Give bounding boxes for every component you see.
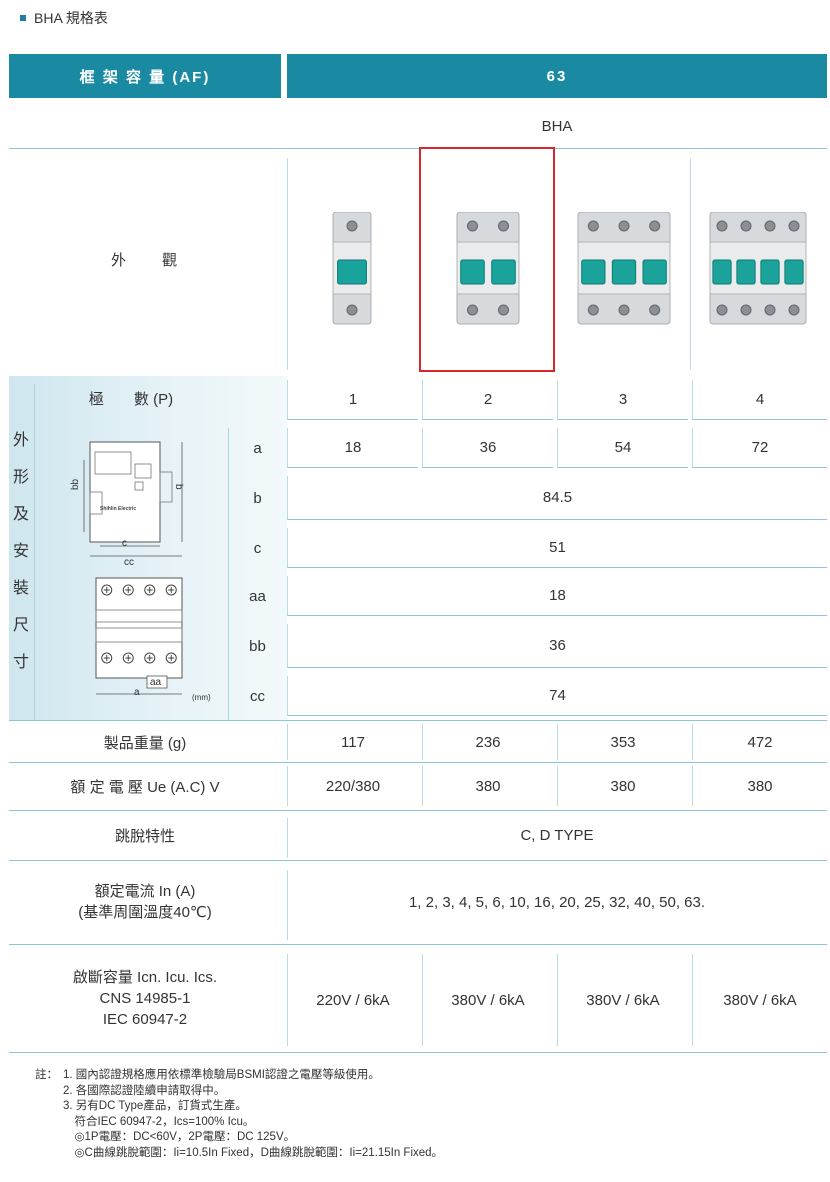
voltage-label: 額 定 電 壓 Ue (A.C) V: [70, 778, 220, 796]
model-name: BHA: [541, 117, 573, 135]
dimension-value: 74: [287, 676, 827, 716]
breaker-1p-image: [332, 212, 372, 325]
pole-label: 極 數 (P): [88, 390, 174, 408]
pole-value: 1: [287, 380, 418, 420]
dimension-value: 84.5: [287, 476, 827, 520]
dimension-value: 18: [287, 428, 418, 468]
frame-capacity-label: 框 架 容 量 (AF): [9, 54, 281, 98]
title-text: BHA 規格表: [34, 10, 108, 26]
notes: 註： 1. 國內認證規格應用依標準檢驗局BSMI認證之電壓等級使用。 2. 各國際…: [35, 1068, 815, 1173]
breaker-2p-image: [456, 212, 520, 325]
diagram-brand: Shihlin Electric: [100, 506, 136, 512]
current-value: 1, 2, 3, 4, 5, 6, 10, 16, 20, 25, 32, 40…: [408, 893, 706, 911]
trip-label: 跳脫特性: [114, 827, 175, 845]
label-cc: cc: [124, 557, 134, 568]
label-mm: (mm): [192, 693, 211, 702]
label-bb: bb: [70, 478, 81, 490]
side-char: 安: [12, 543, 29, 560]
dimension-value: 72: [692, 428, 827, 468]
note-line: 符合IEC 60947-2，Ics=100% Icu。: [63, 1115, 255, 1128]
voltage-value: 220/380: [287, 766, 418, 806]
dimension-diagram: Shihlin Electric bb b c cc aa a (mm): [60, 432, 228, 708]
weight-value: 353: [557, 724, 688, 760]
side-char: 裝: [12, 580, 29, 597]
pole-value: 3: [557, 380, 688, 420]
note-line: 3. 另有DC Type產品，訂貨式生產。: [63, 1100, 247, 1112]
weight-value: 117: [287, 724, 418, 760]
note-line: 2. 各國際認證陸續申請取得中。: [63, 1084, 226, 1097]
label-a: a: [134, 687, 140, 698]
current-label-line2: (基準周圍溫度40℃): [78, 904, 212, 921]
note-line: ◎C曲線跳脫範圍：Ii=10.5In Fixed，D曲線跳脫範圍：Ii=21.1…: [63, 1146, 444, 1159]
current-label: 額定電流 In (A) (基準周圍溫度40℃): [9, 866, 281, 938]
document-title: BHA 規格表: [20, 8, 108, 28]
pole-value: 2: [422, 380, 553, 420]
label-aa: aa: [150, 677, 162, 688]
dimension-value: 54: [557, 428, 688, 468]
breaking-label-line2: CNS 14985-1: [99, 989, 191, 1007]
breaking-value: 380V / 6kA: [557, 954, 688, 1046]
dimension-value: 36: [422, 428, 553, 468]
weight-label: 製品重量 (g): [103, 734, 187, 752]
breaker-3p-image: [577, 212, 671, 325]
dimension-label: aa: [249, 587, 266, 605]
breaking-label: 啟斷容量 Icn. Icu. Ics. CNS 14985-1 IEC 6094…: [9, 950, 281, 1046]
weight-value: 236: [422, 724, 553, 760]
breaker-4p-image: [709, 212, 807, 325]
appearance-label: 外 觀: [110, 251, 179, 269]
dimension-value: 51: [287, 528, 827, 568]
note-line: ◎1P電壓：DC<60V，2P電壓：DC 125V。: [63, 1131, 296, 1143]
highlight-frame: [419, 147, 555, 372]
dimension-value: 36: [287, 624, 827, 668]
current-label-line1: 額定電流 In (A): [94, 883, 196, 900]
label-b: b: [173, 484, 184, 490]
side-char: 及: [12, 506, 29, 523]
breaking-label-line3: IEC 60947-2: [102, 1010, 188, 1028]
side-char: 尺: [12, 617, 29, 634]
dimension-label: bb: [249, 637, 266, 655]
dimension-label: cc: [250, 687, 265, 705]
dimension-label: a: [253, 439, 262, 457]
title-bullet-icon: [20, 15, 26, 21]
breaking-label-line1: 啟斷容量 Icn. Icu. Ics.: [72, 968, 218, 986]
dimension-value: 18: [287, 576, 827, 616]
voltage-value: 380: [557, 766, 688, 806]
side-char: 形: [12, 469, 29, 486]
breaking-value: 380V / 6kA: [692, 954, 827, 1046]
dimension-label: c: [253, 539, 262, 557]
side-char: 寸: [12, 654, 29, 671]
side-char: 外: [12, 432, 29, 449]
notes-label: 註：: [35, 1069, 58, 1081]
breaking-value: 380V / 6kA: [422, 954, 553, 1046]
label-c: c: [122, 538, 127, 549]
pole-value: 4: [692, 380, 827, 420]
note-line: 1. 國內認證規格應用依標準檢驗局BSMI認證之電壓等級使用。: [63, 1069, 380, 1081]
weight-value: 472: [692, 724, 827, 760]
voltage-value: 380: [422, 766, 553, 806]
trip-value: C, D TYPE: [520, 826, 594, 844]
frame-capacity-value: 63: [287, 54, 827, 98]
voltage-value: 380: [692, 766, 827, 806]
dimension-label: b: [253, 489, 262, 507]
breaking-value: 220V / 6kA: [287, 954, 418, 1046]
